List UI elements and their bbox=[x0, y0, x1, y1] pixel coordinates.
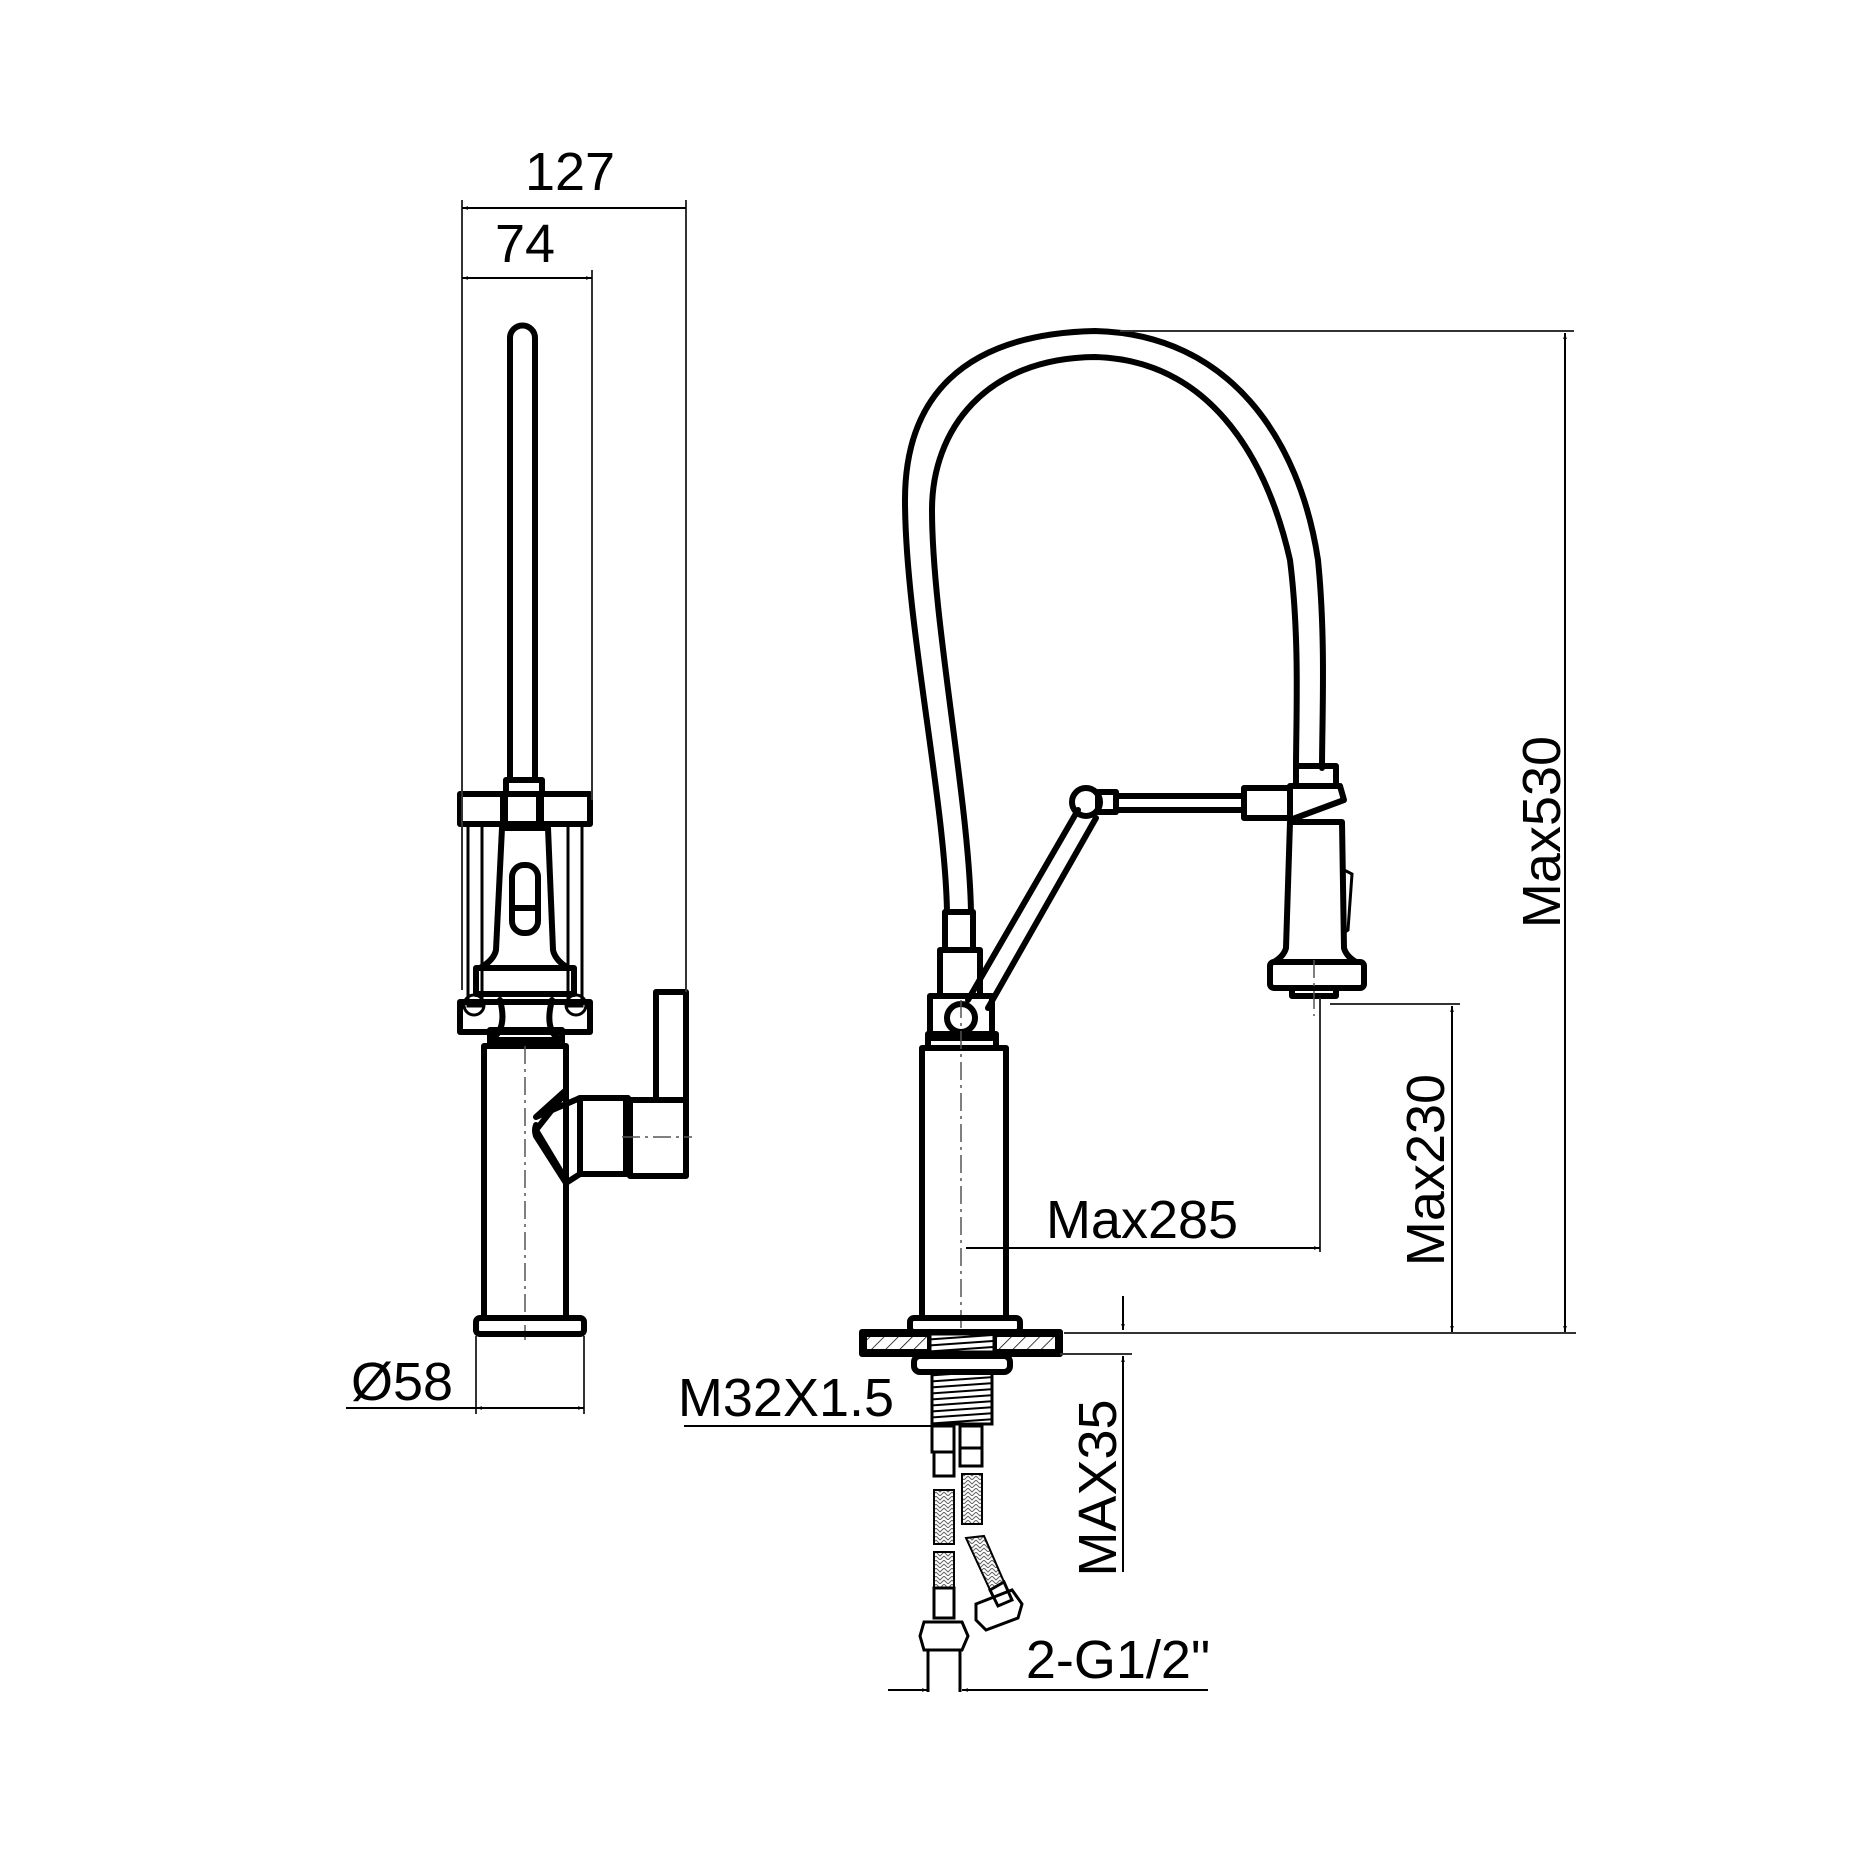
front-view: Max285 Max230 Max530 MAX35 M32X1.5 2-G1/… bbox=[678, 328, 1576, 1692]
left-rod bbox=[466, 822, 484, 1008]
lever-hub bbox=[577, 1095, 631, 1177]
top-crossbar bbox=[457, 791, 593, 827]
supply-hose-right bbox=[958, 1424, 1024, 1632]
spray-face bbox=[1267, 959, 1367, 991]
spout-stem bbox=[507, 322, 538, 783]
side-view: 127 74 Ø58 bbox=[346, 142, 692, 1414]
lever-base bbox=[627, 1097, 689, 1179]
lock-nut bbox=[911, 1353, 1013, 1375]
base-flange bbox=[473, 1315, 587, 1337]
dim-supply-connections: 2-G1/2" bbox=[1026, 1630, 1210, 1690]
flexible-hose-outer bbox=[902, 328, 1326, 915]
spray-collar bbox=[1287, 783, 1347, 823]
cartridge-housing bbox=[477, 825, 571, 971]
hose-ferrule bbox=[942, 909, 976, 953]
dim-base-diameter: Ø58 bbox=[351, 1352, 453, 1412]
neck bbox=[487, 997, 563, 1043]
swivel-arm-upper bbox=[1113, 793, 1247, 813]
supply-hose-left bbox=[918, 1424, 970, 1692]
hex-nut-left bbox=[918, 1620, 970, 1652]
lever-handle[interactable] bbox=[653, 989, 689, 1103]
mounting-thread bbox=[930, 1370, 994, 1426]
swivel-arm-lower bbox=[965, 807, 1099, 1011]
spray-trigger bbox=[1341, 868, 1354, 936]
right-rod bbox=[566, 822, 584, 1008]
dim-spout-reach: Max285 bbox=[1046, 1190, 1238, 1250]
dim-deck-thickness: MAX35 bbox=[1068, 1399, 1128, 1576]
hex-nut-right bbox=[974, 1588, 1024, 1632]
dim-mounting-thread: M32X1.5 bbox=[678, 1368, 894, 1428]
housing-base bbox=[473, 965, 577, 997]
window-slot bbox=[509, 862, 541, 936]
dim-overall-height: Max530 bbox=[1512, 736, 1572, 928]
faucet-body bbox=[919, 1045, 1009, 1321]
arm-clamp bbox=[1241, 785, 1293, 821]
dim-handle-offset: 74 bbox=[495, 214, 555, 274]
dim-overall-depth: 127 bbox=[525, 142, 615, 202]
flexible-hose-inner bbox=[929, 354, 1300, 915]
spray-head[interactable] bbox=[1271, 819, 1359, 965]
dim-spout-clearance: Max230 bbox=[1396, 1074, 1456, 1266]
